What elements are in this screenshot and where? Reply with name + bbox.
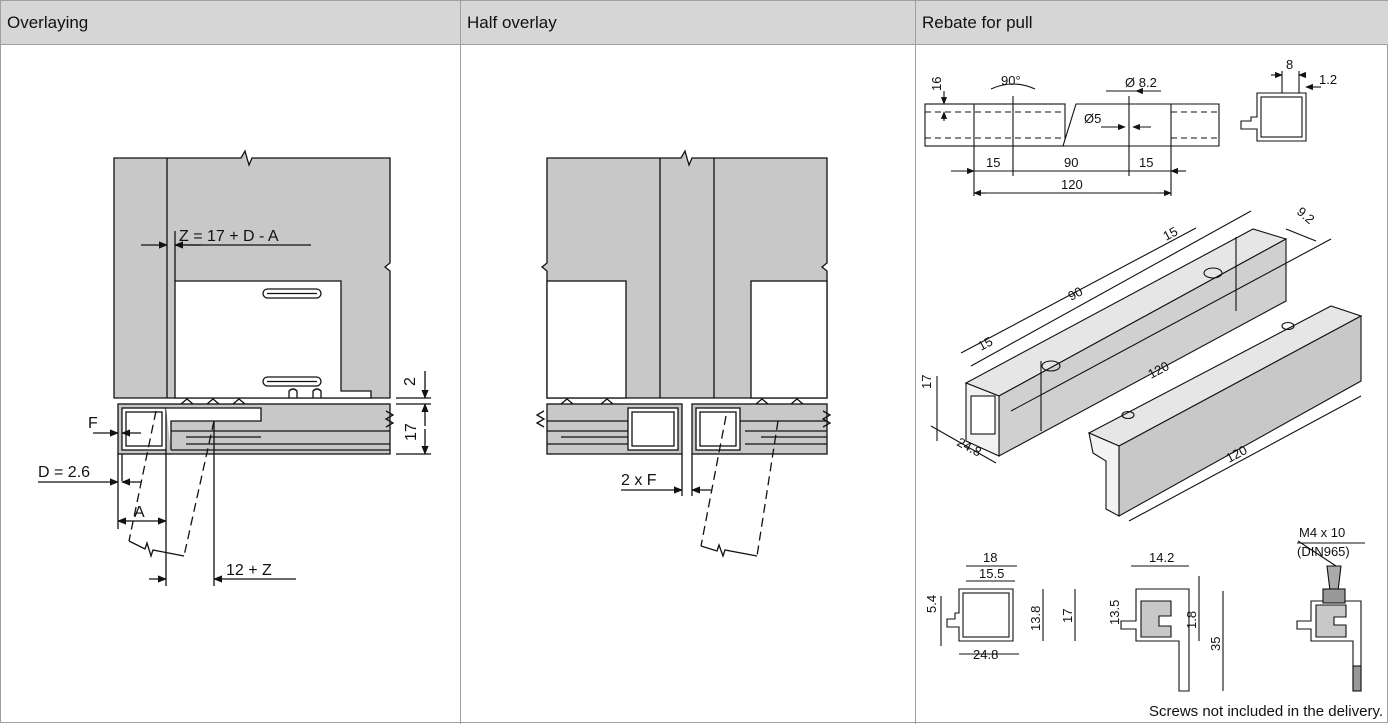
header-rebate-for-pull: Rebate for pull [916, 1, 1388, 45]
label-dia-5: Ø5 [1084, 111, 1101, 126]
label-d-value: D = 2.6 [38, 464, 90, 481]
label-15-iso-bottom: 15 [975, 334, 995, 354]
label-a: A [134, 504, 145, 521]
rebate-drawing [924, 71, 1365, 692]
label-90: 90 [1064, 155, 1078, 170]
overlaying-labels: Z = 17 + D - A 2 17 F D = 2.6 A 12 + Z [38, 228, 420, 579]
label-dim-17: 17 [403, 423, 420, 441]
label-9-2: 9.2 [1294, 204, 1317, 227]
column-divider-2 [915, 1, 916, 724]
label-15-left: 15 [986, 155, 1000, 170]
label-profile-18: 18 [983, 550, 997, 565]
label-profile-13-8: 13.8 [1028, 606, 1043, 631]
label-f: F [88, 415, 98, 432]
half-overlay-drawing [535, 149, 832, 558]
label-17-iso: 17 [919, 375, 934, 389]
label-15-right: 15 [1139, 155, 1153, 170]
header-half-overlay-label: Half overlay [467, 13, 557, 32]
label-profile-15-5: 15.5 [979, 566, 1004, 581]
label-profile-14-2: 14.2 [1149, 550, 1174, 565]
label-120-top: 120 [1061, 177, 1083, 192]
label-profile-35: 35 [1208, 637, 1223, 651]
label-8: 8 [1286, 57, 1293, 72]
column-divider-1 [460, 1, 461, 724]
label-1-2: 1.2 [1319, 72, 1337, 87]
rebate-labels: 16 90° Ø 8.2 Ø5 15 90 15 120 8 1.2 9.2 1… [919, 57, 1350, 662]
cutout [174, 280, 372, 399]
label-screw-m4: M4 x 10 [1299, 525, 1345, 540]
header-overlaying-label: Overlaying [7, 13, 89, 32]
header-half-overlay: Half overlay [461, 1, 916, 45]
label-profile-5-4: 5.4 [924, 595, 939, 613]
header-overlaying: Overlaying [1, 1, 461, 45]
label-12-z: 12 + Z [226, 562, 272, 579]
label-16: 16 [929, 77, 944, 91]
label-screw-din: (DIN965) [1297, 544, 1350, 559]
label-90-deg: 90° [1001, 73, 1021, 88]
overlaying-drawing [38, 149, 431, 586]
label-2xf: 2 x F [621, 472, 657, 489]
footnote: Screws not included in the delivery. [1148, 703, 1383, 720]
label-z-formula: Z = 17 + D - A [179, 228, 279, 245]
label-dim-2: 2 [402, 377, 419, 386]
label-15-iso-top: 15 [1160, 224, 1180, 244]
label-profile-17: 17 [1060, 609, 1075, 623]
label-dia-8-2: Ø 8.2 [1125, 75, 1157, 90]
header-rebate-label: Rebate for pull [922, 13, 1033, 32]
label-profile-13-5: 13.5 [1107, 600, 1122, 625]
label-profile-1-8: 1.8 [1184, 611, 1199, 629]
label-90-iso: 90 [1065, 284, 1085, 304]
label-profile-24-8: 24.8 [973, 647, 998, 662]
